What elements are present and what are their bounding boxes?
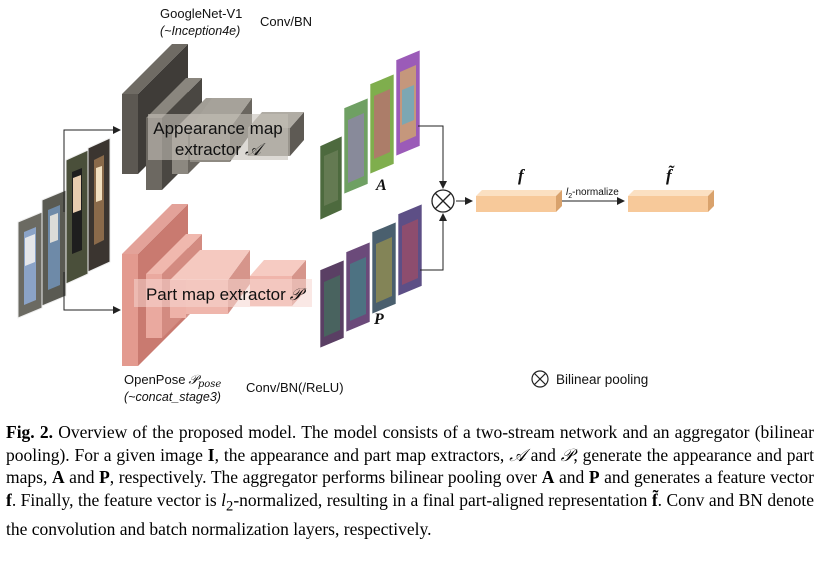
bilinear-pooling-legend-label: Bilinear pooling	[556, 372, 648, 387]
backbone-a-name: GoogleNet-V1	[160, 6, 242, 21]
feature-label-f-tilde: f̃	[666, 165, 675, 185]
input-image	[41, 189, 67, 307]
backbone-block-front	[122, 94, 138, 174]
input-image	[65, 149, 89, 285]
l2-normalize-label: l2-normalize	[566, 187, 619, 200]
appearance-block-label: Appearance map	[153, 119, 282, 138]
backbone-a-layer: (~Inception4e)	[160, 24, 240, 38]
conv-bn-relu-label-p: Conv/BN(/ReLU)	[246, 380, 344, 395]
backbone-p-layer: (~concat_stage3)	[124, 390, 221, 404]
input-image-stack	[17, 137, 111, 319]
conv-bn-label-a: Conv/BN	[260, 14, 312, 29]
input-image	[17, 211, 43, 319]
figure-number: Fig. 2.	[6, 422, 54, 442]
part-maps	[319, 203, 423, 349]
map-label-a: A	[375, 177, 387, 194]
aggregator-arrows	[418, 125, 473, 271]
bilinear-pooling-icon	[531, 370, 549, 388]
input-arrows	[63, 126, 121, 314]
image-symbol: I	[207, 444, 215, 465]
map-label-p: P	[373, 311, 384, 328]
appearance-maps	[319, 49, 421, 221]
feature-vector-f-tilde	[628, 190, 714, 212]
feature-vector-f	[476, 190, 562, 212]
input-image	[87, 137, 111, 273]
feature-label-f: f	[518, 166, 526, 185]
bilinear-pooling-operator	[431, 189, 455, 213]
figure-caption: Fig. 2. Overview of the proposed model. …	[6, 422, 815, 539]
backbone-block-top	[122, 44, 188, 94]
bilinear-pooling-legend: Bilinear pooling	[531, 370, 648, 388]
